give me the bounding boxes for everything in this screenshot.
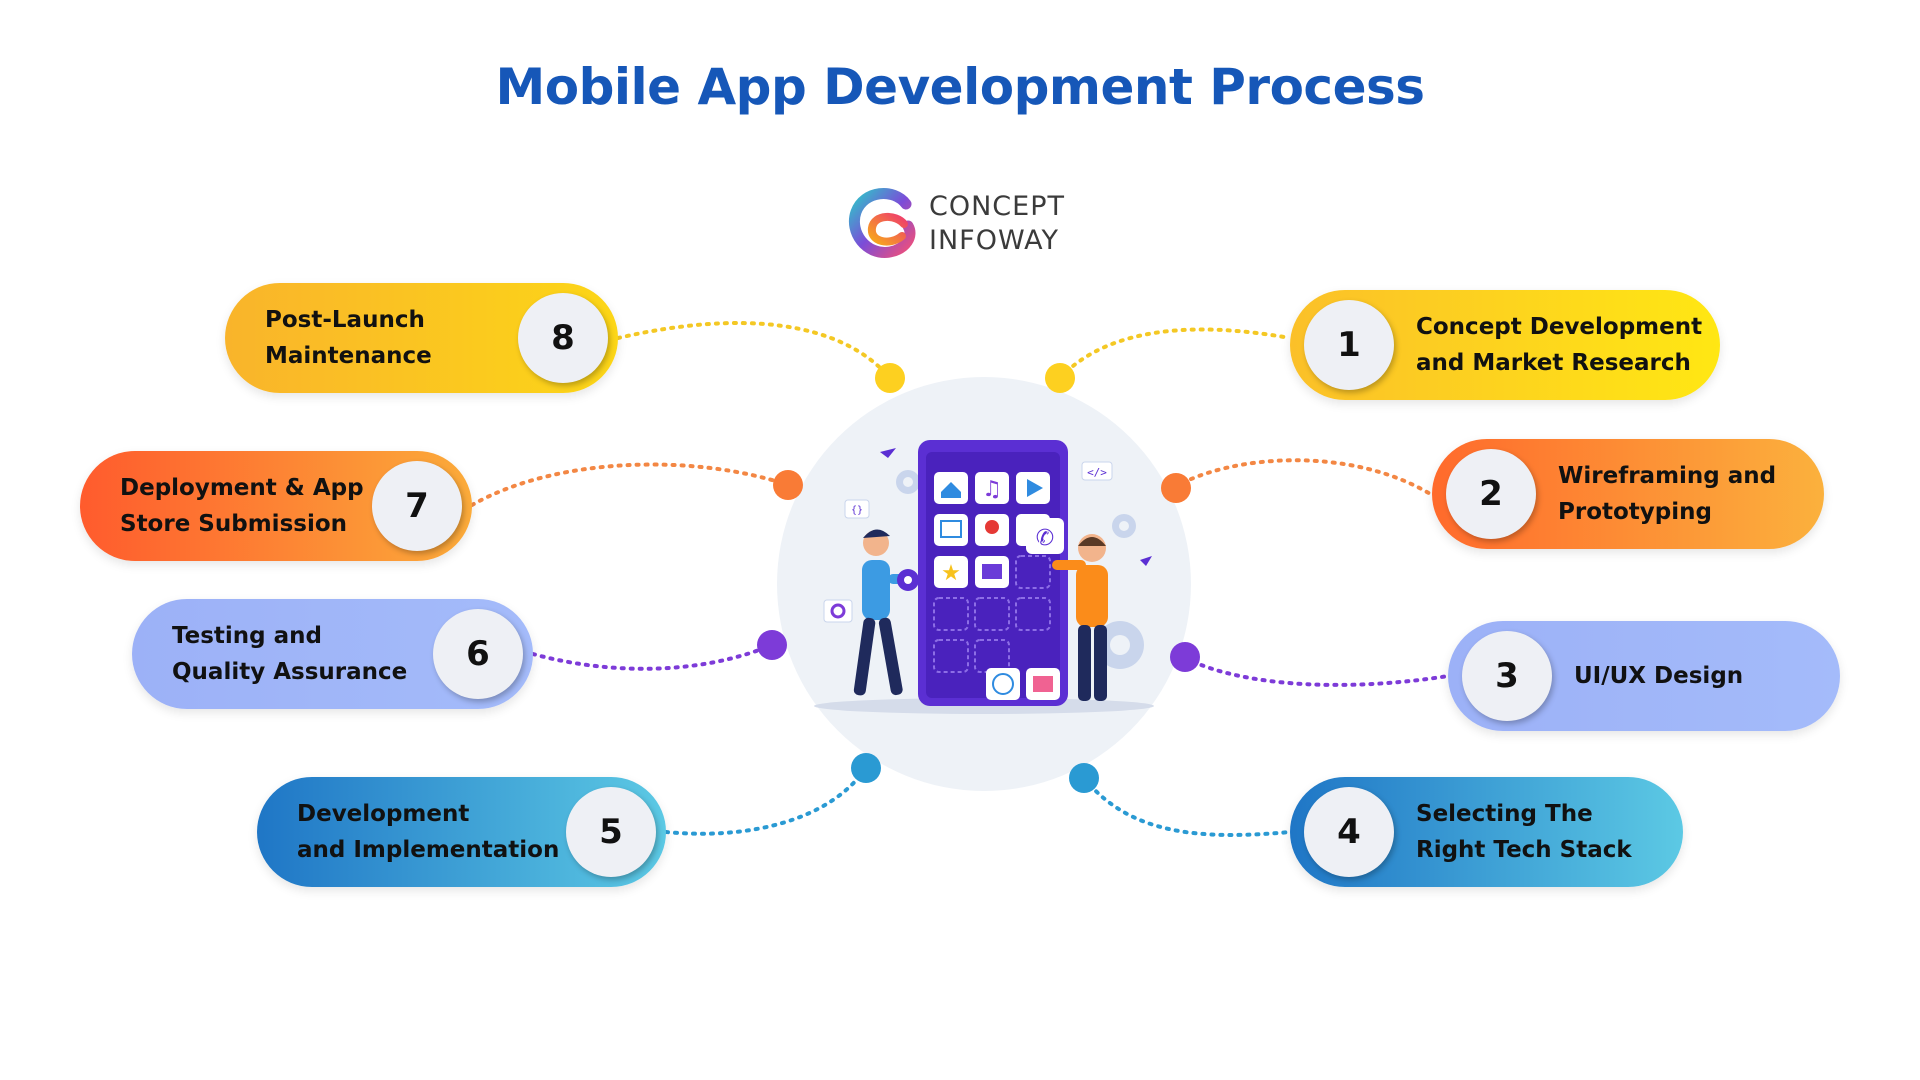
step-1-number: 1 [1304,300,1394,390]
gear-icon [896,470,1144,669]
connector-8 [616,321,892,380]
svg-text:★: ★ [941,561,961,586]
step-8-card: Post-Launch Maintenance 8 [225,283,618,393]
step-4-number: 4 [1304,787,1394,877]
logo-line-2: INFOWAY [929,225,1060,256]
paper-plane-icon [880,448,896,458]
svg-text:{}: {} [851,505,863,516]
concept-infoway-logo: CONCEPT INFOWAY [846,184,1086,264]
step-4-card: 4 Selecting The Right Tech Stack [1290,777,1683,887]
connector-5 [664,766,868,836]
step-3-card: 3 UI/UX Design [1448,621,1840,731]
step-6-card: Testing and Quality Assurance 6 [132,599,533,709]
step-1-label: Concept Development and Market Research [1416,314,1703,376]
logo-line-1: CONCEPT [929,191,1065,222]
connector-4 [1082,776,1292,837]
developer-person-left [853,529,918,696]
connector-dot-7 [773,470,803,500]
connector-dot-5 [851,753,881,783]
connector-dot-4 [1069,763,1099,793]
step-2-label: Wireframing and Prototyping [1558,463,1777,525]
app-development-illustration: ♫ ★ ✆ [814,440,1154,714]
step-3-number: 3 [1462,631,1552,721]
paper-plane-icon [1140,556,1152,566]
app-icons: ♫ ★ [933,472,1060,700]
step-7-label: Deployment & App Store Submission [120,475,364,537]
connector-6 [531,643,774,671]
page-title: Mobile App Development Process [495,58,1425,116]
step-3-label: UI/UX Design [1574,663,1744,689]
connector-dot-3 [1170,642,1200,672]
step-5-number: 5 [566,787,656,877]
code-tag-icon [1081,461,1113,481]
step-2-card: 2 Wireframing and Prototyping [1432,439,1824,549]
braces-icon [844,499,870,519]
logo-swirl-icon [849,188,916,258]
step-7-number: 7 [372,461,462,551]
svg-text:♫: ♫ [982,477,1002,502]
connector-7 [470,462,790,507]
step-7-card: Deployment & App Store Submission 7 [80,451,472,561]
svg-text:</>: </> [1087,466,1107,479]
svg-text:✆: ✆ [1036,526,1054,551]
connector-dot-1 [1045,363,1075,393]
connector-dot-2 [1161,473,1191,503]
step-8-label: Post-Launch Maintenance [265,307,432,369]
step-5-card: Development and Implementation 5 [257,777,666,887]
step-8-number: 8 [518,293,608,383]
developer-person-right [1052,534,1108,701]
connector-dot-6 [757,630,787,660]
connector-1 [1058,327,1292,380]
step-6-label: Testing and Quality Assurance [172,623,408,685]
connector-3 [1183,656,1450,687]
connector-dot-8 [875,363,905,393]
step-5-label: Development and Implementation [297,801,560,863]
connector-2 [1173,458,1434,497]
step-2-number: 2 [1446,449,1536,539]
step-1-card: 1 Concept Development and Market Researc… [1290,290,1720,400]
chart-icon [823,599,853,623]
step-4-label: Selecting The Right Tech Stack [1416,801,1632,863]
step-6-number: 6 [433,609,523,699]
